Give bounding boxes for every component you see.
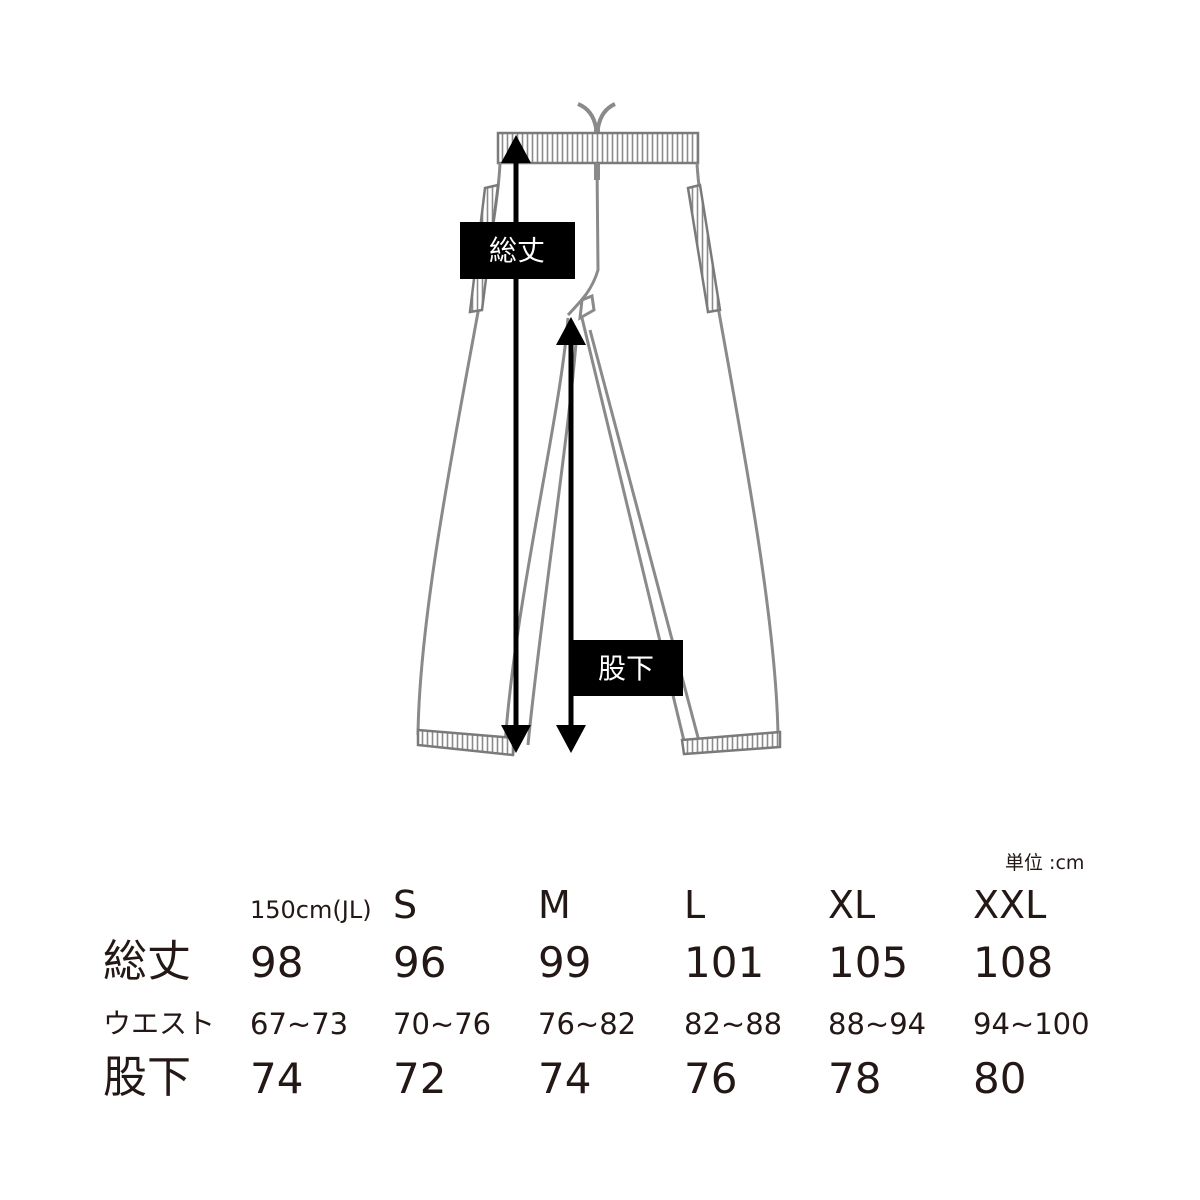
table-cell: 74	[250, 1054, 304, 1103]
row-label-total-length: 総丈	[103, 936, 191, 987]
table-cell: 74	[538, 1054, 592, 1103]
table-cell: 78	[828, 1054, 882, 1103]
table-cell: 88~94	[828, 1007, 927, 1041]
size-header: XXL	[973, 883, 1047, 927]
table-cell: 98	[250, 938, 304, 987]
pocket-right	[686, 183, 722, 314]
table-cell: 76	[684, 1054, 738, 1103]
table-cell: 72	[393, 1054, 447, 1103]
drawstring-icon	[577, 102, 616, 180]
row-label-inseam: 股下	[103, 1052, 191, 1103]
size-header: M	[538, 883, 571, 927]
cuff-right	[680, 730, 782, 756]
pants-measurement-diagram: 総丈 股下	[416, 102, 782, 757]
total-length-tag: 総丈	[460, 222, 575, 279]
table-cell: 82~88	[684, 1007, 783, 1041]
size-header: S	[393, 883, 418, 927]
table-cell: 67~73	[250, 1007, 349, 1041]
cuff-left	[416, 728, 517, 757]
table-cell: 70~76	[393, 1007, 492, 1041]
size-header: 150cm(JL)	[250, 896, 372, 924]
size-header: XL	[828, 883, 876, 927]
row-label-waist: ウエスト	[103, 1007, 216, 1040]
table-cell: 105	[828, 938, 909, 987]
table-cell: 108	[973, 938, 1054, 987]
table-cell: 76~82	[538, 1007, 637, 1041]
total-length-label: 総丈	[489, 234, 545, 267]
inseam-label: 股下	[598, 652, 654, 685]
table-cell: 94~100	[973, 1007, 1090, 1041]
waistband	[496, 131, 700, 165]
table-cell: 96	[393, 938, 447, 987]
table-cell: 80	[973, 1054, 1027, 1103]
size-header: L	[684, 883, 706, 927]
unit-label: 単位 :cm	[1005, 852, 1085, 874]
inseam-tag: 股下	[569, 640, 683, 696]
table-cell: 101	[684, 938, 765, 987]
table-cell: 99	[538, 938, 592, 987]
